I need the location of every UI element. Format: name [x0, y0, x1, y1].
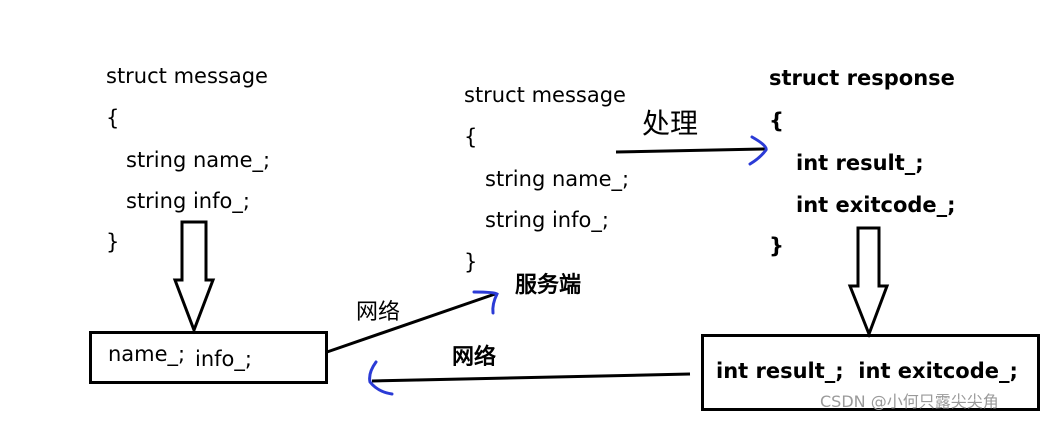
client-serialized-box [89, 331, 328, 384]
network-arrow-up-line [326, 292, 496, 354]
network-label-back: 网络 [452, 345, 497, 370]
response-struct-header: struct response [769, 66, 955, 90]
process-arrow-line [615, 147, 766, 154]
server-struct-field-info: string info_; [485, 208, 609, 232]
network-arrow-back-head-icon [368, 360, 394, 396]
response-struct-field-exitcode: int exitcode_; [796, 193, 956, 217]
server-struct-field-name: string name_; [485, 167, 630, 191]
response-box-text: int result_; int exitcode_; [716, 359, 1018, 383]
client-box-field-info: info_; [195, 347, 252, 371]
client-struct-open-brace: { [106, 106, 120, 130]
client-struct-close-brace: } [106, 230, 120, 254]
response-struct-close-brace: } [769, 234, 784, 258]
response-serialized-box [701, 334, 1040, 411]
server-struct-open-brace: { [464, 125, 478, 149]
csdn-watermark: CSDN @小何只露尖尖角 [820, 392, 999, 411]
client-serialize-arrow [172, 220, 216, 335]
response-struct-open-brace: { [769, 109, 784, 133]
network-arrow-up-head-icon [472, 290, 499, 315]
response-struct-field-result: int result_; [796, 151, 924, 175]
server-struct-header: struct message [464, 83, 626, 107]
server-struct-close-brace: } [464, 250, 478, 274]
response-serialize-arrow [847, 226, 890, 339]
client-struct-header: struct message [106, 64, 268, 88]
client-box-field-name: name_; [108, 342, 186, 366]
network-label-up: 网络 [356, 300, 401, 325]
server-label: 服务端 [515, 273, 582, 298]
client-struct-field-info: string info_; [126, 189, 250, 213]
process-label: 处理 [642, 107, 699, 140]
network-arrow-back-line [371, 372, 691, 383]
client-struct-field-name: string name_; [126, 148, 271, 172]
process-arrowhead-icon [748, 135, 768, 166]
